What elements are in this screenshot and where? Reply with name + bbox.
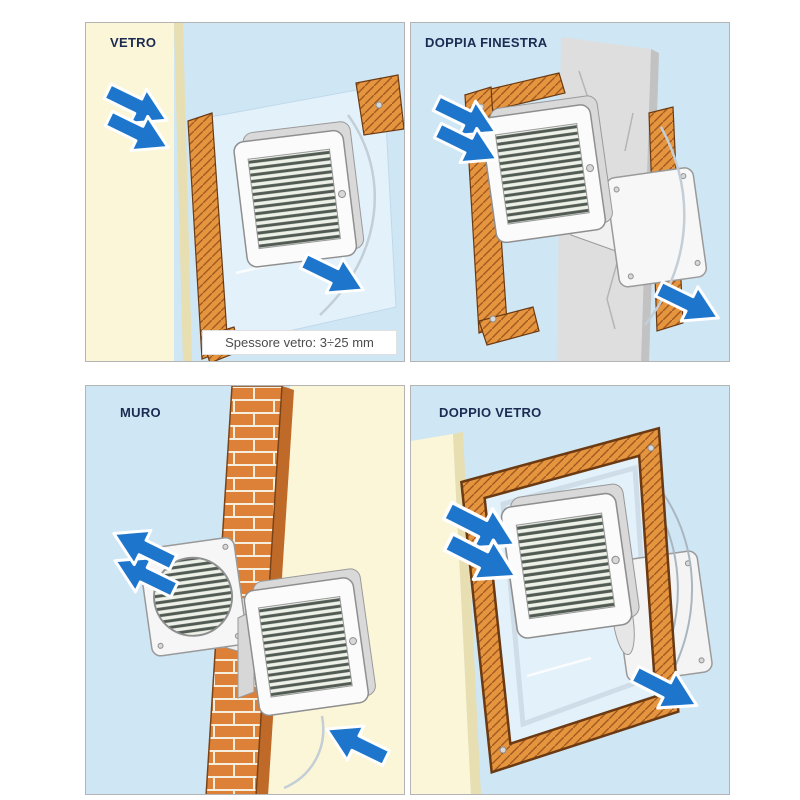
fan-unit <box>498 481 643 641</box>
power-cable <box>644 126 686 326</box>
fan-unit <box>241 566 379 718</box>
wall-cream <box>86 23 174 361</box>
fan-unit <box>231 119 367 269</box>
illustration-muro <box>86 386 404 794</box>
illustration-doppio-vetro <box>411 386 729 794</box>
outer-plate <box>605 167 708 288</box>
glass-thickness-note: Spessore vetro: 3÷25 mm <box>202 330 397 355</box>
panel-doppio-vetro: DOPPIO VETRO <box>410 385 730 795</box>
panel-muro: MURO <box>85 385 405 795</box>
illustration-doppia-finestra <box>411 23 729 361</box>
panel-vetro: VETRO Spessore vetro: 3÷25 mm <box>85 22 405 362</box>
fan-unit <box>478 93 616 245</box>
wall-edge <box>174 23 192 361</box>
panel-title-doppio-vetro: DOPPIO VETRO <box>439 405 542 420</box>
panel-title-muro: MURO <box>120 405 161 420</box>
panel-doppia-finestra: DOPPIA FINESTRA <box>410 22 730 362</box>
panel-title-doppia-finestra: DOPPIA FINESTRA <box>425 35 548 50</box>
panel-title-vetro: VETRO <box>110 35 157 50</box>
power-cable <box>283 715 325 790</box>
illustration-vetro <box>86 23 404 361</box>
